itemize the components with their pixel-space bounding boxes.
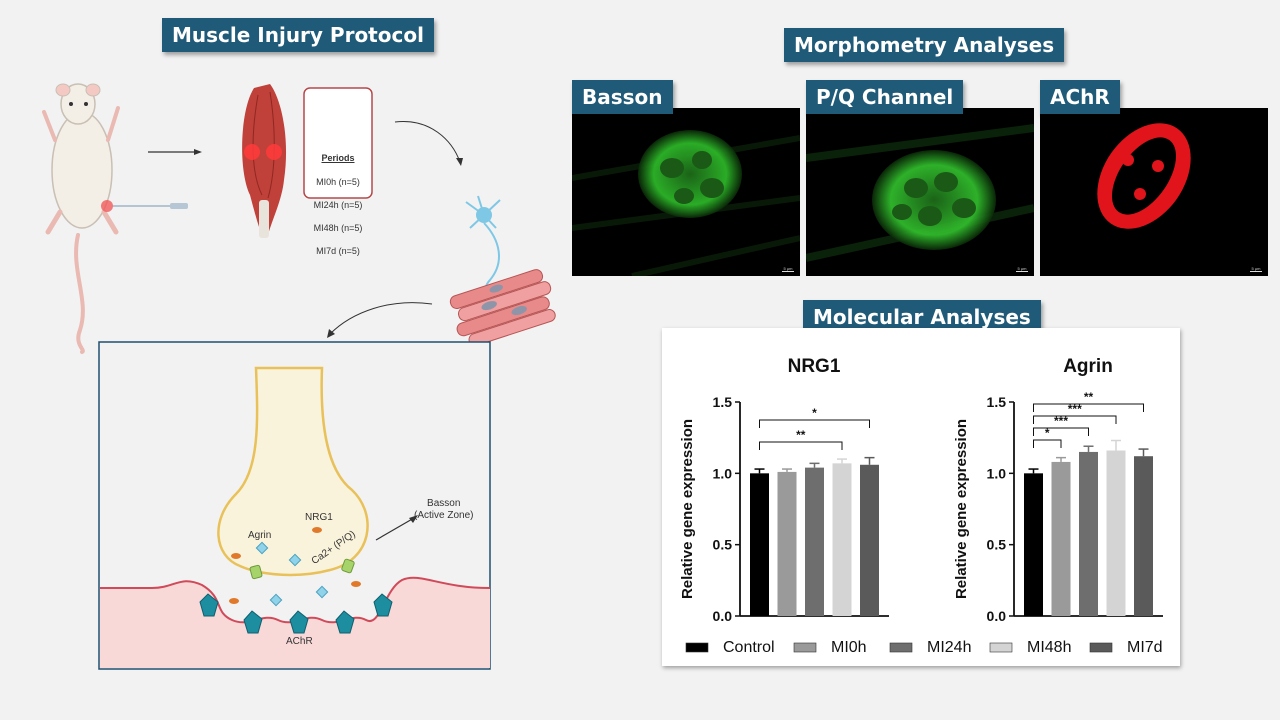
protocol-illustration (42, 83, 556, 670)
bar-mi0h (1051, 461, 1071, 616)
significance-marker: ** (1084, 390, 1094, 404)
basson-label: Basson (Active Zone) (414, 498, 473, 522)
bar-mi0h (777, 471, 797, 616)
bar-mi24h (805, 467, 824, 616)
y-axis-label: Relative gene expression (679, 419, 696, 599)
scale-bar: 5 μm (1250, 266, 1262, 272)
significance-marker: * (812, 406, 817, 420)
basson-label-line1: Basson (427, 498, 461, 509)
achr-receptor-icon (199, 593, 393, 634)
y-tick-label: 0.0 (987, 608, 1007, 624)
legend-swatch (685, 642, 709, 653)
basson-arrow-icon (375, 517, 415, 541)
legend-label: MI48h (1027, 639, 1071, 656)
basson-label-line2: (Active Zone) (414, 510, 474, 521)
significance-bracket (759, 419, 870, 428)
pq-channel-micrograph: 5 μm (806, 108, 1034, 276)
scale-bar: 5 μm (782, 266, 794, 272)
periods-box (303, 87, 373, 199)
nrg1-label: NRG1 (305, 512, 333, 523)
arrow-icon (148, 149, 202, 155)
chart-title: NRG1 (788, 356, 841, 377)
chart-title: Agrin (1063, 356, 1113, 377)
legend-swatch (889, 642, 913, 653)
legend-label: MI0h (831, 639, 867, 656)
significance-bracket (1033, 415, 1117, 424)
significance-marker: * (1045, 426, 1050, 440)
muscle-illustration (242, 84, 287, 238)
y-axis-label: Relative gene expression (953, 419, 970, 599)
period-item: MI48h (n=5) (313, 223, 363, 233)
period-item: MI7d (n=5) (316, 246, 360, 256)
bar-mi7d (860, 464, 879, 616)
rat-illustration (42, 83, 120, 354)
scale-bar: 5 μm (1016, 266, 1028, 272)
significance-bracket (759, 441, 843, 450)
legend-label: MI7d (1127, 639, 1163, 656)
y-tick-label: 1.5 (987, 394, 1007, 410)
y-tick-label: 0.5 (987, 537, 1007, 553)
muscle-fiber-bundle-icon (449, 269, 556, 347)
y-tick-label: 1.5 (713, 394, 733, 410)
agrin-diamond (255, 541, 329, 607)
periods-list: Periods MI0h (n=5) MI24h (n=5) MI48h (n=… (304, 148, 372, 256)
muscle-injury-protocol-title: Muscle Injury Protocol (162, 18, 434, 52)
significance-bracket (1033, 403, 1144, 412)
bar-mi48h (1106, 450, 1126, 616)
significance-marker: *** (1068, 402, 1082, 416)
legend-swatch (793, 642, 817, 653)
nrg1-dot (229, 527, 361, 604)
injection-needle-icon (113, 203, 188, 209)
significance-marker: ** (796, 428, 806, 442)
y-tick-label: 0.5 (713, 537, 733, 553)
significance-bracket (1033, 439, 1062, 448)
legend-swatch (989, 642, 1013, 653)
y-tick-label: 0.0 (713, 608, 733, 624)
legend-label: MI24h (927, 639, 971, 656)
bar-mi24h (1079, 451, 1098, 616)
period-item: MI0h (n=5) (316, 177, 360, 187)
achr-label-box: AChR (1040, 80, 1120, 114)
agrin-label: Agrin (248, 530, 272, 541)
y-tick-label: 1.0 (713, 465, 733, 481)
bar-mi7d (1134, 456, 1153, 616)
significance-marker: *** (1054, 414, 1068, 428)
curved-arrow-icon (394, 121, 461, 163)
basson-micrograph: 5 μm (572, 108, 800, 276)
achr-label: AChR (286, 636, 313, 647)
periods-header: Periods (321, 153, 355, 163)
pq-channel-label-box: P/Q Channel (806, 80, 964, 114)
ca-channel-icon (249, 558, 355, 580)
significance-bracket (1033, 427, 1089, 436)
bar-mi48h (832, 463, 852, 616)
basson-label-box: Basson (572, 80, 673, 114)
y-tick-label: 1.0 (987, 465, 1007, 481)
bar-control (750, 473, 769, 616)
bar-control (1024, 473, 1043, 616)
legend-swatch (1089, 642, 1113, 653)
achr-micrograph: 5 μm (1040, 108, 1268, 276)
legend-label: Control (723, 639, 775, 656)
morphometry-analyses-title: Morphometry Analyses (784, 28, 1065, 62)
curved-arrow-icon (329, 302, 433, 335)
period-item: MI24h (n=5) (313, 200, 363, 210)
